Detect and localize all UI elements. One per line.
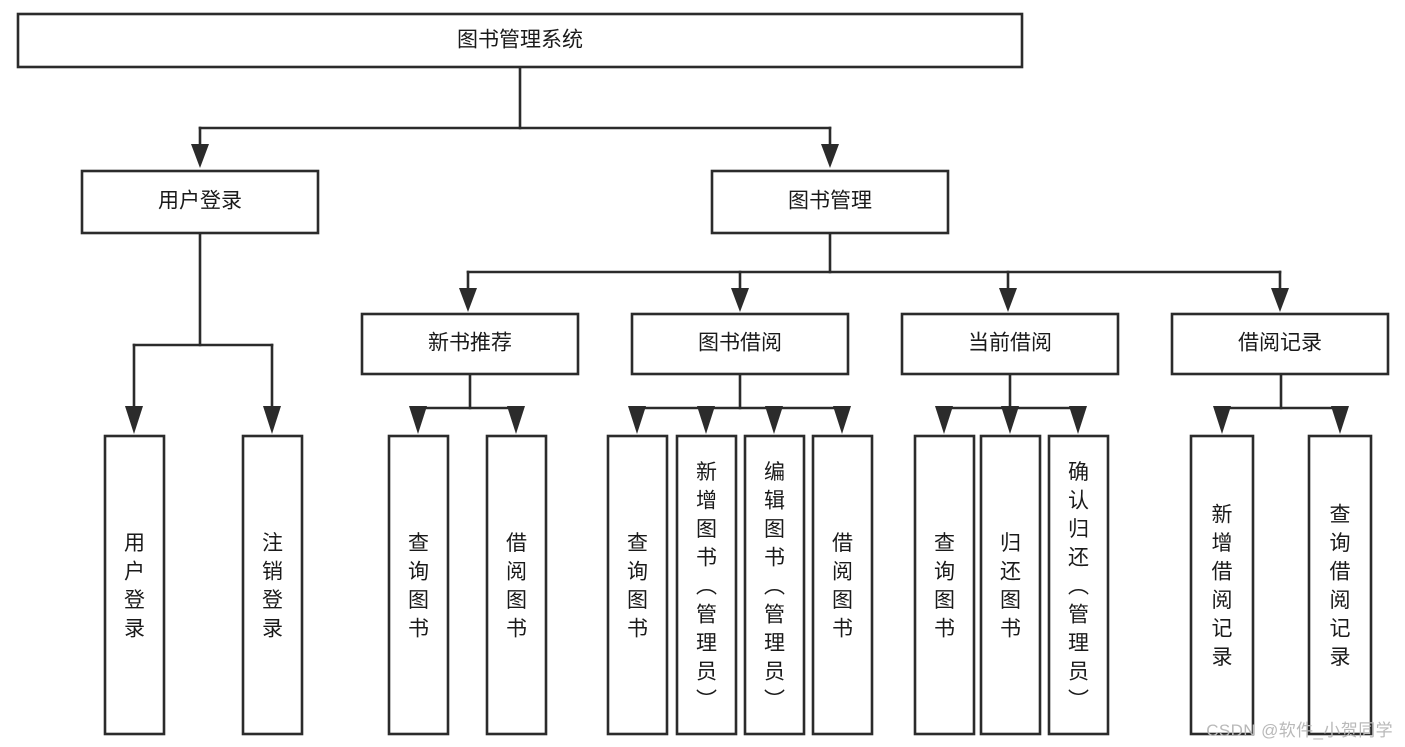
node-user-login-label: 用户登录 (158, 190, 242, 213)
node-leaf-return-book-label: 归还图书 (1000, 532, 1021, 641)
node-book-manage-label: 图书管理 (788, 190, 872, 213)
arrowhead-leaf-user-login (125, 406, 143, 434)
node-leaf-add-record[interactable]: 新增借阅记录 (1189, 434, 1255, 736)
node-leaf-query-book-3[interactable]: 查询图书 (913, 434, 976, 736)
node-current-borrow[interactable]: 当前借阅 (900, 312, 1120, 376)
node-leaf-return-book[interactable]: 归还图书 (979, 434, 1042, 736)
node-root-box[interactable] (16, 12, 1024, 69)
arrowhead-leaf-user-logout (263, 406, 281, 434)
leaf-node-layer: 用户登录 注销登录 查询图书 借阅图书 查询图书 新增图书︵管理员︶ 编辑图书︵管理员︶ 借阅… (103, 434, 1373, 736)
node-leaf-edit-book-label: 编辑图书︵管理员︶ (764, 461, 785, 712)
arrowhead-leaf-confirm-return (1069, 406, 1087, 434)
node-leaf-query-book-2-box[interactable] (606, 434, 669, 736)
node-leaf-query-book-1[interactable]: 查询图书 (387, 434, 450, 736)
node-leaf-query-book-2[interactable]: 查询图书 (606, 434, 669, 736)
node-leaf-query-book-1-label: 查询图书 (408, 532, 429, 641)
arrowhead-leaf-borrow-book-2 (833, 406, 851, 434)
node-new-book-rec[interactable]: 新书推荐 (360, 312, 580, 376)
node-leaf-user-logout-box[interactable] (241, 434, 304, 736)
arrowhead-current-borrow (999, 288, 1017, 312)
arrowhead-user-login (191, 144, 209, 168)
node-borrow-record[interactable]: 借阅记录 (1170, 312, 1390, 376)
node-leaf-borrow-book-2[interactable]: 借阅图书 (811, 434, 874, 736)
connector-group-borrow-record (1213, 372, 1349, 434)
connector-group-new-book-rec (409, 372, 525, 434)
node-new-book-rec-label: 新书推荐 (428, 332, 512, 355)
node-book-manage[interactable]: 图书管理 (710, 169, 950, 235)
node-leaf-borrow-book-1[interactable]: 借阅图书 (485, 434, 548, 736)
node-leaf-query-book-3-box[interactable] (913, 434, 976, 736)
arrowhead-leaf-edit-book (765, 406, 783, 434)
node-book-borrow[interactable]: 图书借阅 (630, 312, 850, 376)
node-leaf-add-book-label: 新增图书︵管理员︶ (696, 461, 717, 712)
connector-group-book-borrow (628, 372, 851, 434)
node-leaf-add-book-box[interactable] (675, 434, 738, 736)
connector-group-current-borrow (935, 372, 1087, 434)
node-root-label: 图书管理系统 (457, 29, 583, 52)
node-borrow-record-box[interactable] (1170, 312, 1390, 376)
connector-group-user-login (125, 231, 281, 434)
node-leaf-edit-book[interactable]: 编辑图书︵管理员︶ (743, 434, 806, 736)
node-leaf-borrow-book-2-box[interactable] (811, 434, 874, 736)
arrowhead-book-manage (821, 144, 839, 168)
node-leaf-query-book-3-label: 查询图书 (934, 532, 955, 641)
node-leaf-return-book-box[interactable] (979, 434, 1042, 736)
arrowhead-new-book-rec (459, 288, 477, 312)
node-leaf-query-record-label: 查询借阅记录 (1330, 504, 1351, 670)
node-current-borrow-label: 当前借阅 (968, 332, 1052, 355)
node-leaf-query-book-2-label: 查询图书 (627, 532, 648, 641)
node-leaf-query-record-box[interactable] (1307, 434, 1373, 736)
node-leaf-edit-book-box[interactable] (743, 434, 806, 736)
arrowhead-leaf-query-record (1331, 406, 1349, 434)
node-leaf-user-logout[interactable]: 注销登录 (241, 434, 304, 736)
arrowhead-leaf-return-book (1001, 406, 1019, 434)
node-leaf-add-book[interactable]: 新增图书︵管理员︶ (675, 434, 738, 736)
node-leaf-confirm-return-label: 确认归还︵管理员︶ (1068, 461, 1089, 712)
node-leaf-confirm-return[interactable]: 确认归还︵管理员︶ (1047, 434, 1110, 736)
arrowhead-leaf-add-record (1213, 406, 1231, 434)
arrowhead-borrow-record (1271, 288, 1289, 312)
arrowhead-leaf-add-book (697, 406, 715, 434)
node-book-manage-box[interactable] (710, 169, 950, 235)
arrowhead-book-borrow (731, 288, 749, 312)
node-leaf-borrow-book-2-label: 借阅图书 (832, 532, 853, 641)
node-leaf-add-record-box[interactable] (1189, 434, 1255, 736)
arrowhead-leaf-query-book-3 (935, 406, 953, 434)
node-root[interactable]: 图书管理系统 (16, 12, 1024, 69)
node-borrow-record-label: 借阅记录 (1238, 332, 1322, 355)
node-leaf-user-login[interactable]: 用户登录 (103, 434, 166, 736)
node-user-login-box[interactable] (80, 169, 320, 235)
node-leaf-add-record-label: 新增借阅记录 (1212, 504, 1233, 670)
node-book-borrow-box[interactable] (630, 312, 850, 376)
node-user-login[interactable]: 用户登录 (80, 169, 320, 235)
node-leaf-user-logout-label: 注销登录 (262, 532, 283, 641)
node-new-book-rec-box[interactable] (360, 312, 580, 376)
node-leaf-user-login-box[interactable] (103, 434, 166, 736)
connector-group-book-manage (459, 231, 1289, 312)
arrowhead-leaf-query-book-1 (409, 406, 427, 434)
node-current-borrow-box[interactable] (900, 312, 1120, 376)
node-leaf-query-book-1-box[interactable] (387, 434, 450, 736)
arrowhead-leaf-borrow-book-1 (507, 406, 525, 434)
node-leaf-borrow-book-1-box[interactable] (485, 434, 548, 736)
node-leaf-borrow-book-1-label: 借阅图书 (506, 532, 527, 641)
node-leaf-confirm-return-box[interactable] (1047, 434, 1110, 736)
node-leaf-query-record[interactable]: 查询借阅记录 (1307, 434, 1373, 736)
node-book-borrow-label: 图书借阅 (698, 332, 782, 355)
node-leaf-user-login-label: 用户登录 (124, 532, 145, 641)
connector-group-root (191, 65, 839, 168)
arrowhead-leaf-query-book-2 (628, 406, 646, 434)
